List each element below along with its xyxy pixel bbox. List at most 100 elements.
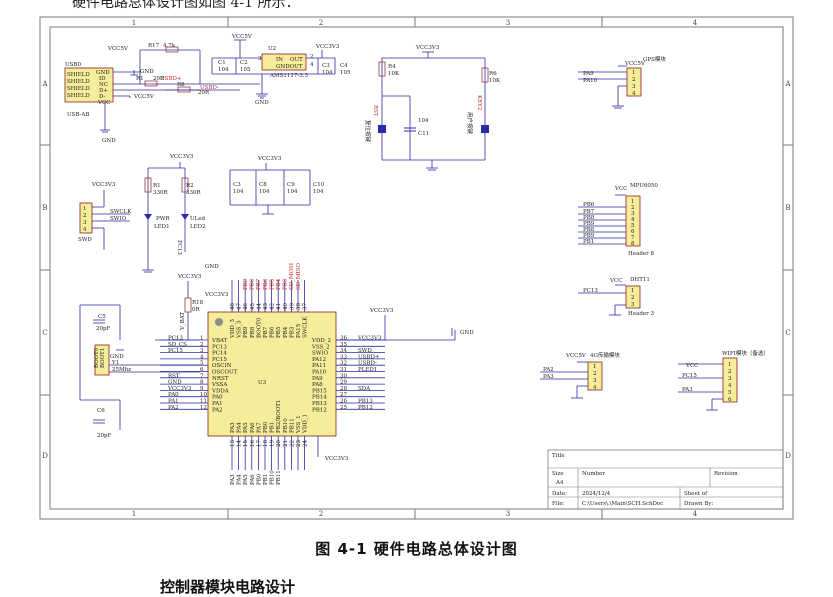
mcu-bottom-pin-num: 19 xyxy=(270,440,276,447)
svg-text:GPS模块: GPS模块 xyxy=(643,55,666,63)
svg-text:1: 1 xyxy=(593,364,597,370)
col-label-1-bottom: 1 xyxy=(132,510,136,518)
svg-text:105: 105 xyxy=(240,67,251,73)
svg-text:Y1: Y1 xyxy=(111,360,119,366)
mcu-bottom-pin-name: PB2/BOOT1 xyxy=(276,400,282,433)
svg-text:1: 1 xyxy=(632,70,636,76)
svg-text:2: 2 xyxy=(310,54,314,60)
svg-text:VCC3V3: VCC3V3 xyxy=(169,154,194,160)
row-label-a-right: A xyxy=(784,80,791,88)
mcu-right-pin-net: VCC3V3 xyxy=(357,336,382,342)
svg-text:RST: RST xyxy=(372,105,378,117)
mcu-bottom-pin-num: 24 xyxy=(303,440,309,447)
mcu-left-pin-net: PA2 xyxy=(168,405,179,411)
mcu-right-pin-name: PA10 xyxy=(312,370,327,376)
mcu-top-pin-num: 43 xyxy=(263,303,269,310)
svg-text:VCC: VCC xyxy=(609,278,622,284)
svg-text:GNDOUT: GNDOUT xyxy=(276,64,303,70)
led-circuit: VCC3V3 R1 330R R2 330R PWR LED1 ULed LED… xyxy=(142,154,206,273)
svg-text:VCC3V3: VCC3V3 xyxy=(324,456,349,462)
section-heading: 控制器模块电路设计 xyxy=(160,578,296,596)
svg-text:10K: 10K xyxy=(489,78,501,84)
svg-text:Sheet of: Sheet of xyxy=(684,491,708,497)
mcu-left-pin-num: 7 xyxy=(200,373,204,379)
mcu-left-pin-net: GND xyxy=(168,380,182,386)
svg-text:R6: R6 xyxy=(489,71,497,77)
svg-text:VCC3V3: VCC3V3 xyxy=(369,308,394,314)
svg-text:PA3: PA3 xyxy=(682,387,693,393)
mcu-left-pin-net: SD_CS xyxy=(168,342,187,348)
mcu-right-pin-num: 29 xyxy=(340,380,347,386)
mcu-top-pin-name: PB4 xyxy=(283,326,289,338)
svg-text:4: 4 xyxy=(310,62,314,68)
mcu-bottom-net: PB11 xyxy=(276,470,282,485)
svg-text:USBD-: USBD- xyxy=(200,85,219,91)
mcu-left-pin-name: PA2 xyxy=(212,407,223,413)
svg-text:C2: C2 xyxy=(240,60,248,66)
col-label-3-bottom: 3 xyxy=(506,510,510,518)
mcu-bottom-pin-num: 15 xyxy=(243,440,249,447)
svg-text:A4: A4 xyxy=(555,480,564,486)
mcu-top-net: PB8 xyxy=(250,278,256,290)
mcu-bottom-pin-num: 13 xyxy=(230,440,236,447)
mcu-right-pin-num: 25 xyxy=(340,405,347,411)
mcu-top-net: SD_MISO xyxy=(296,263,302,290)
mcu-right-pin-num: 33 xyxy=(340,354,347,360)
svg-text:BOOT0: BOOT0 xyxy=(94,347,100,368)
mcu-right-pin-name: VDD_2 xyxy=(311,338,331,344)
mcu-right-pin-num: 26 xyxy=(340,399,347,405)
svg-text:4G传输模块: 4G传输模块 xyxy=(590,351,620,359)
svg-text:2: 2 xyxy=(631,205,635,211)
svg-text:LED1: LED1 xyxy=(154,224,170,230)
mcu-left-pin-num: 5 xyxy=(200,361,204,367)
svg-text:PA10: PA10 xyxy=(583,78,598,84)
mcu-right-pin-name: PB15 xyxy=(312,388,327,394)
row-label-b-right: B xyxy=(785,204,790,212)
mcu-right-pin-net: PB12 xyxy=(358,405,373,411)
svg-text:20R: 20R xyxy=(153,76,165,82)
svg-text:SHIELD: SHIELD xyxy=(67,79,90,85)
col-label-4: 4 xyxy=(693,19,698,27)
svg-text:VCC5V: VCC5V xyxy=(624,61,646,67)
dht11-header: VCC DHT11 1 2 3 PC13 Header 3 xyxy=(578,277,654,317)
col-label-4-bottom: 4 xyxy=(693,510,698,518)
svg-text:104: 104 xyxy=(233,189,244,195)
svg-text:USB0: USB0 xyxy=(65,62,81,68)
col-label-2: 2 xyxy=(319,19,323,27)
4g-module: VCC5V 4G传输模块 1 2 3 4 PA2 PA3 xyxy=(540,351,620,399)
mcu-left-pin-name: PA1 xyxy=(212,401,223,407)
mcu-right-pin-name: PA11 xyxy=(312,363,326,369)
svg-text:2: 2 xyxy=(593,371,597,377)
svg-text:ULed: ULed xyxy=(190,216,206,222)
mcu-left-pin-num: 12 xyxy=(200,405,207,411)
mcu-left-pin-num: 11 xyxy=(200,399,207,405)
svg-text:GND: GND xyxy=(140,69,154,75)
mpu6050-header: VCC MPU6050 1 2 3 4 5 6 7 8 PB6 PB7 PB8 … xyxy=(578,183,658,257)
svg-text:3: 3 xyxy=(631,302,635,308)
usb-connector: USB0 SHIELD SHIELD SHIELD SHIELD GND ID … xyxy=(64,43,260,144)
svg-text:R18: R18 xyxy=(192,300,204,306)
mcu-top-pin-num: 47 xyxy=(237,303,243,310)
svg-text:GND: GND xyxy=(205,264,219,270)
svg-text:104: 104 xyxy=(313,189,324,195)
svg-text:Drawn By:: Drawn By: xyxy=(684,501,713,507)
mcu-bottom-net: PB1 xyxy=(263,474,269,485)
row-label-b: B xyxy=(42,204,47,212)
svg-text:20R: 20R xyxy=(198,90,210,96)
mcu-right-pin-net: USBD+ xyxy=(358,354,380,360)
svg-text:用户按键: 用户按键 xyxy=(466,112,474,135)
mcu-left-pin-net: PA0 xyxy=(168,392,179,398)
mcu-bottom-pin-num: 21 xyxy=(283,440,289,447)
svg-text:Number: Number xyxy=(582,471,605,477)
schematic-drawing: 1 2 3 4 1 2 3 4 A B C D A B C D USB0 SHI… xyxy=(39,16,794,520)
svg-text:复位按键: 复位按键 xyxy=(364,120,372,143)
title-block: Title Size A4 Number Revision Date: 2024… xyxy=(547,449,784,510)
crystal-circuit: BOOT0 BOOT1 C5 20pF C6 20pF Y1 25Mhz GND xyxy=(79,304,200,439)
mcu-left-pin-name: VSSA xyxy=(211,382,228,388)
svg-text:C5: C5 xyxy=(98,314,106,320)
svg-text:3: 3 xyxy=(632,84,636,90)
decoupling-caps: VCC3V3 C3 104 C8 104 C9 104 C10 104 xyxy=(229,156,325,215)
svg-text:V_BAT: V_BAT xyxy=(180,312,186,331)
svg-text:VCC5V: VCC5V xyxy=(565,353,587,359)
mcu-top-pin-name: PB9 xyxy=(243,326,249,338)
